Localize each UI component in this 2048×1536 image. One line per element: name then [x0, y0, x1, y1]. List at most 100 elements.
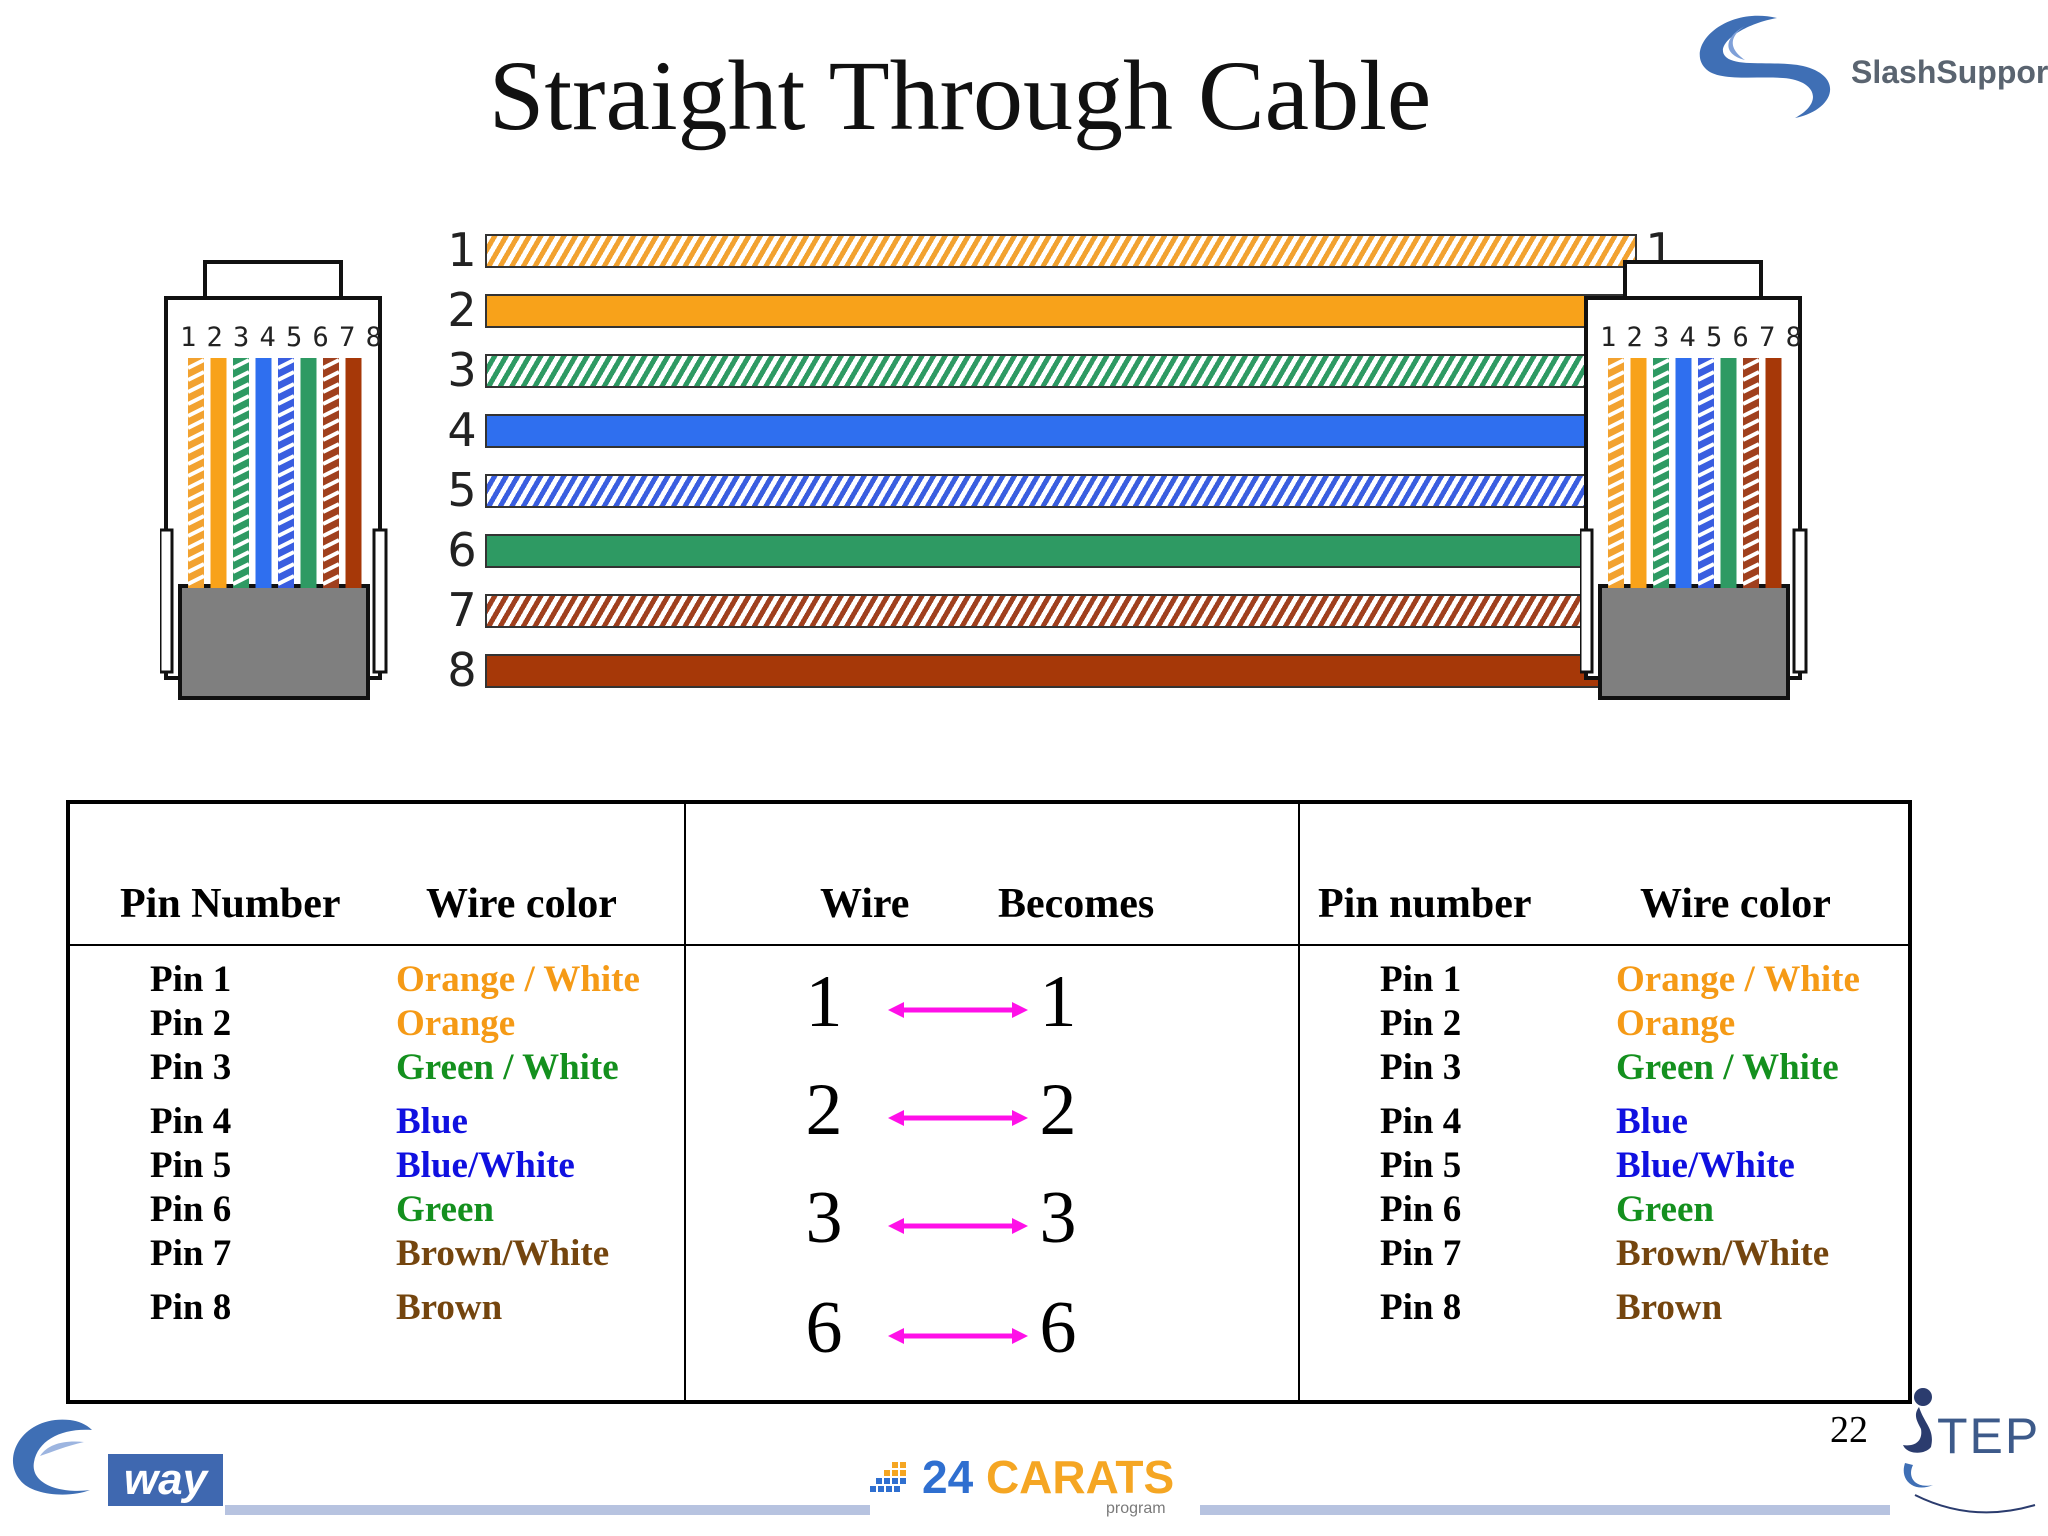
wire-stripe — [322, 466, 340, 478]
left-pin-label: Pin 2 — [150, 1003, 232, 1044]
wire-stripe — [1697, 574, 1715, 586]
wire-stripe — [232, 574, 250, 586]
wire-stripe — [1607, 430, 1625, 442]
wire-label-left: 8 — [447, 643, 477, 697]
right-wire-color: Blue — [1616, 1101, 1688, 1142]
wire-to-number: 1 — [1039, 961, 1077, 1043]
connector-pin-numbers: 1 2 3 4 5 6 7 8 — [180, 322, 382, 353]
wire-label-left: 7 — [447, 583, 477, 637]
wire-stripe — [1697, 406, 1715, 418]
connector-wire-2 — [1630, 358, 1647, 588]
wire-from-number: 6 — [805, 1287, 843, 1369]
wire-stripe — [322, 382, 340, 394]
right-pin-label: Pin 3 — [1380, 1047, 1462, 1088]
wire-stripe — [1607, 394, 1625, 406]
wire-stripe — [1697, 502, 1715, 514]
left-wire-color: Brown/White — [396, 1233, 610, 1274]
wire-stripe — [232, 370, 250, 382]
wire-stripe — [277, 406, 295, 418]
wire-stripe — [1607, 358, 1625, 370]
wire-stripe — [1697, 430, 1715, 442]
step-logo: TEP — [1895, 1385, 2045, 1525]
left-wire-color: Green — [396, 1189, 494, 1230]
right-header-color: Wire color — [1640, 881, 1831, 927]
wire-stripe — [322, 502, 340, 514]
column-divider — [1298, 804, 1300, 1400]
wire-stripe — [277, 418, 295, 430]
wire-stripe — [1607, 418, 1625, 430]
wire-stripe — [1607, 370, 1625, 382]
wire-stripe — [232, 406, 250, 418]
wire-stripe — [1607, 442, 1625, 454]
wire-stripe — [1697, 454, 1715, 466]
runner-icon — [1903, 1388, 2036, 1514]
right-wire-color: Green / White — [1616, 1047, 1839, 1088]
wire-stripe — [232, 358, 250, 370]
wire-stripe — [322, 514, 340, 526]
wire-label-left: 4 — [447, 403, 477, 457]
wire-from-number: 3 — [805, 1177, 843, 1259]
wire-stripe — [232, 418, 250, 430]
rj45-plug-icon — [158, 260, 388, 700]
wire-stripe — [322, 538, 340, 550]
wire-stripe — [187, 358, 205, 370]
right-pin-label: Pin 8 — [1380, 1287, 1462, 1328]
wire-to-number: 2 — [1039, 1069, 1077, 1151]
wire-stripe — [232, 454, 250, 466]
wire-stripe — [1697, 490, 1715, 502]
24-carats-program: program — [1106, 1500, 1166, 1517]
wire-stripe — [232, 382, 250, 394]
wire-stripe — [1607, 550, 1625, 562]
wire-stripe — [277, 502, 295, 514]
middle-header-becomes: Becomes — [998, 881, 1155, 927]
wire-label-left: 3 — [447, 343, 477, 397]
24-carats-text: 24 CARATS — [922, 1451, 1175, 1503]
left-wire-color: Blue/White — [396, 1145, 575, 1186]
wire-stripe — [187, 550, 205, 562]
right-pin-label: Pin 7 — [1380, 1233, 1462, 1274]
wire-stripe — [232, 394, 250, 406]
wire-stripe — [187, 478, 205, 490]
wire-stripe — [187, 502, 205, 514]
left-pin-label: Pin 7 — [150, 1233, 232, 1274]
wire-stripe — [1652, 406, 1670, 418]
left-wire-color: Orange — [396, 1003, 516, 1044]
wire-stripe — [232, 478, 250, 490]
wire-stripe — [1652, 550, 1670, 562]
wire-stripe — [1652, 454, 1670, 466]
left-header-pin: Pin Number — [120, 881, 341, 927]
left-wire-color: Orange / White — [396, 959, 640, 1000]
wire-stripe — [1652, 526, 1670, 538]
wire-stripe — [187, 514, 205, 526]
rj45-connector-right: 1 2 3 4 5 6 7 8 — [1578, 260, 1810, 730]
wire-stripe — [1697, 514, 1715, 526]
wire-stripe — [187, 466, 205, 478]
wire-to-number: 6 — [1039, 1287, 1077, 1369]
wire-stripe — [1697, 538, 1715, 550]
wire-stripe — [1607, 514, 1625, 526]
wire-stripe — [1607, 574, 1625, 586]
wire-stripe — [277, 490, 295, 502]
wire-stripe — [1652, 538, 1670, 550]
right-pin-label: Pin 6 — [1380, 1189, 1462, 1230]
wire-stripe — [1652, 478, 1670, 490]
wire-stripe — [322, 370, 340, 382]
wire-stripe — [232, 430, 250, 442]
wire-stripe — [1742, 466, 1760, 478]
wire-stripe — [1607, 502, 1625, 514]
wire-6 — [485, 534, 1637, 568]
left-wire-color: Brown — [396, 1287, 503, 1328]
wire-stripe — [1652, 514, 1670, 526]
wire-stripe — [277, 574, 295, 586]
wire-label-left: 6 — [447, 523, 477, 577]
wire-stripe — [277, 370, 295, 382]
connector-wire-6 — [300, 358, 317, 588]
double-arrow-icon — [888, 1328, 1028, 1344]
wire-stripe — [1607, 406, 1625, 418]
wire-stripe — [1697, 550, 1715, 562]
wire-stripe — [277, 538, 295, 550]
wire-stripe — [1607, 538, 1625, 550]
rj45-connector-left: 1 2 3 4 5 6 7 8 — [158, 260, 390, 730]
column-divider — [684, 804, 686, 1400]
right-wire-color: Blue/White — [1616, 1145, 1795, 1186]
